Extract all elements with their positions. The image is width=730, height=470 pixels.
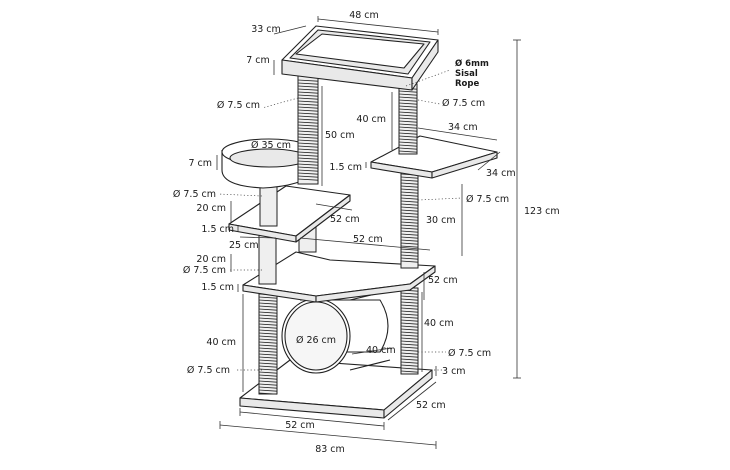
label-tunnel-len: 40 cm — [366, 345, 396, 356]
label-base-thick: 3 cm — [442, 366, 466, 377]
base-board — [239, 359, 433, 419]
label-right-shelf-width: 34 cm — [448, 122, 478, 133]
bed-support-post — [259, 185, 278, 227]
label-mid-shelf-depth: 52 cm — [330, 214, 360, 225]
label-right-mid-len: 30 cm — [426, 215, 456, 226]
label-mid-shelf-thick: 1.5 cm — [201, 224, 234, 235]
top-right-post — [398, 83, 418, 155]
label-top-depth: 33 cm — [251, 24, 281, 35]
label-right-shelf-depth: 34 cm — [486, 168, 516, 179]
label-lower-post-dia: Ø 7.5 cm — [183, 265, 226, 276]
cat-bed — [221, 138, 317, 189]
middle-shelf — [228, 185, 351, 243]
label-bottom-left-post-len: 40 cm — [206, 337, 236, 348]
label-bed-dia: Ø 35 cm — [251, 140, 291, 151]
top-platform — [281, 25, 439, 91]
lower-shelf — [242, 251, 436, 303]
label-overall-width: 83 cm — [315, 444, 345, 455]
label-bottom-left-post-dia: Ø 7.5 cm — [187, 365, 230, 376]
top-left-post — [297, 75, 319, 185]
label-tunnel-dia: Ø 26 cm — [296, 335, 336, 346]
label-mid-shelf-width: 52 cm — [353, 234, 383, 245]
label-bottom-right-post-dia: Ø 7.5 cm — [448, 348, 491, 359]
dimension-labels: 48 cm 33 cm 7 cm Ø 6mm Sisal Rope Ø 7.5 … — [173, 10, 560, 455]
label-right-shelf-thick: 1.5 cm — [329, 162, 362, 173]
leader-lines — [217, 69, 463, 371]
label-mid-post-dia: Ø 7.5 cm — [173, 189, 216, 200]
label-overall-height: 123 cm — [524, 206, 560, 217]
label-mid-shelf-depth2: 25 cm — [229, 240, 259, 251]
label-top-height: 7 cm — [246, 55, 270, 66]
label-top-right-post-len: 40 cm — [356, 114, 386, 125]
bottom-right-post — [400, 287, 419, 375]
label-lower-shelf-thick: 1.5 cm — [201, 282, 234, 293]
label-rope-3: Rope — [455, 79, 479, 89]
label-mid-post-len: 20 cm — [196, 203, 226, 214]
label-top-left-post-len: 50 cm — [325, 130, 355, 141]
bottom-left-post — [258, 291, 278, 395]
label-top-left-post-dia: Ø 7.5 cm — [217, 100, 260, 111]
right-middle-post — [400, 167, 419, 269]
right-shelf — [370, 135, 498, 179]
label-bed-height: 7 cm — [188, 158, 212, 169]
dimension-lines — [216, 16, 521, 449]
tunnel — [281, 289, 393, 374]
label-lower-post-len: 20 cm — [196, 254, 226, 265]
label-base-depth: 52 cm — [416, 400, 446, 411]
label-rope-2: Sisal — [455, 69, 478, 79]
label-right-mid-dia: Ø 7.5 cm — [466, 194, 509, 205]
label-base-width: 52 cm — [285, 420, 315, 431]
label-lower-shelf-right: 52 cm — [428, 275, 458, 286]
label-rope-1: Ø 6mm — [455, 58, 489, 69]
label-top-right-post-dia: Ø 7.5 cm — [442, 98, 485, 109]
label-lower-right-post-len: 40 cm — [424, 318, 454, 329]
label-top-width: 48 cm — [349, 10, 379, 21]
